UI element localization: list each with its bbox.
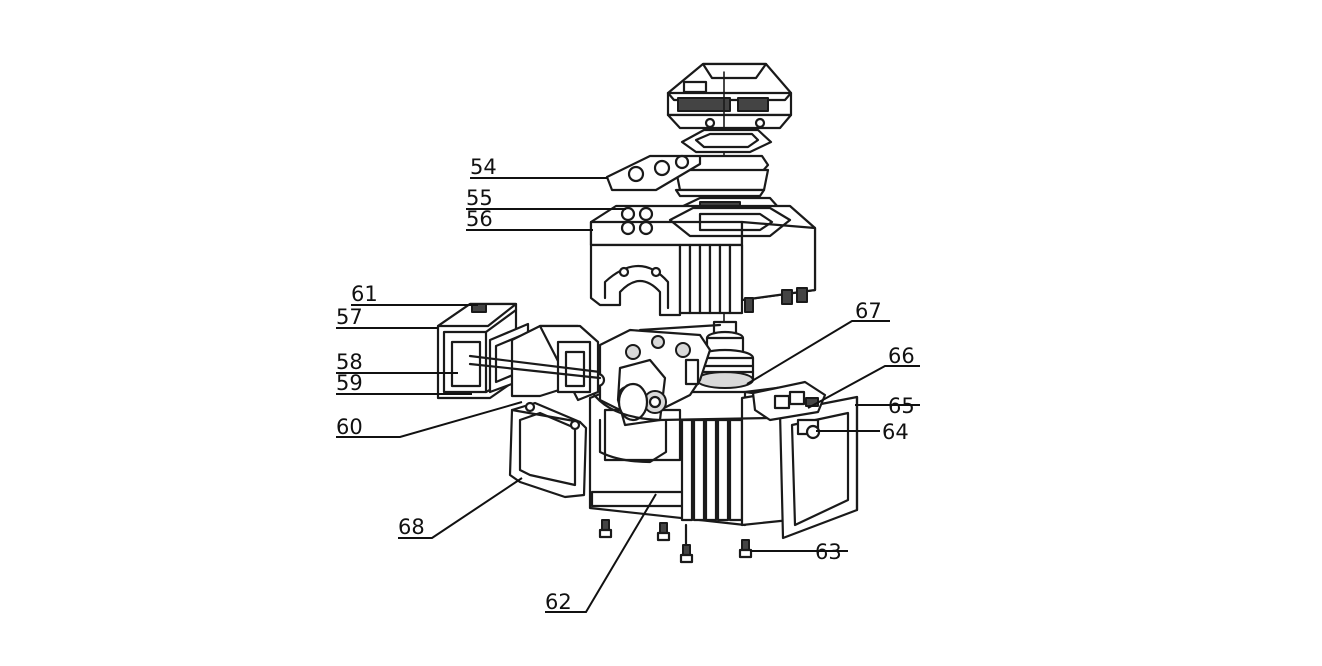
callout-68: 68 <box>398 515 425 539</box>
side-cover <box>508 401 588 499</box>
callout-63: 63 <box>815 540 842 564</box>
drive-mechanism <box>590 323 722 427</box>
callout-67: 67 <box>855 299 882 323</box>
upper-housing <box>589 204 817 317</box>
callout-56: 56 <box>466 207 493 231</box>
leader-66 <box>807 365 920 409</box>
leader-67 <box>746 320 890 385</box>
callout-64: 64 <box>882 420 909 444</box>
foot-bolts <box>598 519 753 564</box>
filter-frame <box>674 154 770 198</box>
callout-59: 59 <box>336 371 363 395</box>
callout-60: 60 <box>336 415 363 439</box>
callout-57: 57 <box>336 305 363 329</box>
callout-65: 65 <box>888 394 915 418</box>
top-cover-plate <box>605 154 702 192</box>
top-cap <box>666 62 793 130</box>
left-frame-assembly <box>436 302 602 402</box>
leader-60 <box>336 401 523 438</box>
callout-54: 54 <box>470 155 497 179</box>
callout-55: 55 <box>466 186 493 210</box>
right-door <box>778 395 859 540</box>
callout-58: 58 <box>336 350 363 374</box>
motor-spindle <box>695 320 755 389</box>
callout-66: 66 <box>888 344 915 368</box>
callout-62: 62 <box>545 590 572 614</box>
callout-61: 61 <box>351 282 378 306</box>
gasket-plate <box>680 128 773 154</box>
